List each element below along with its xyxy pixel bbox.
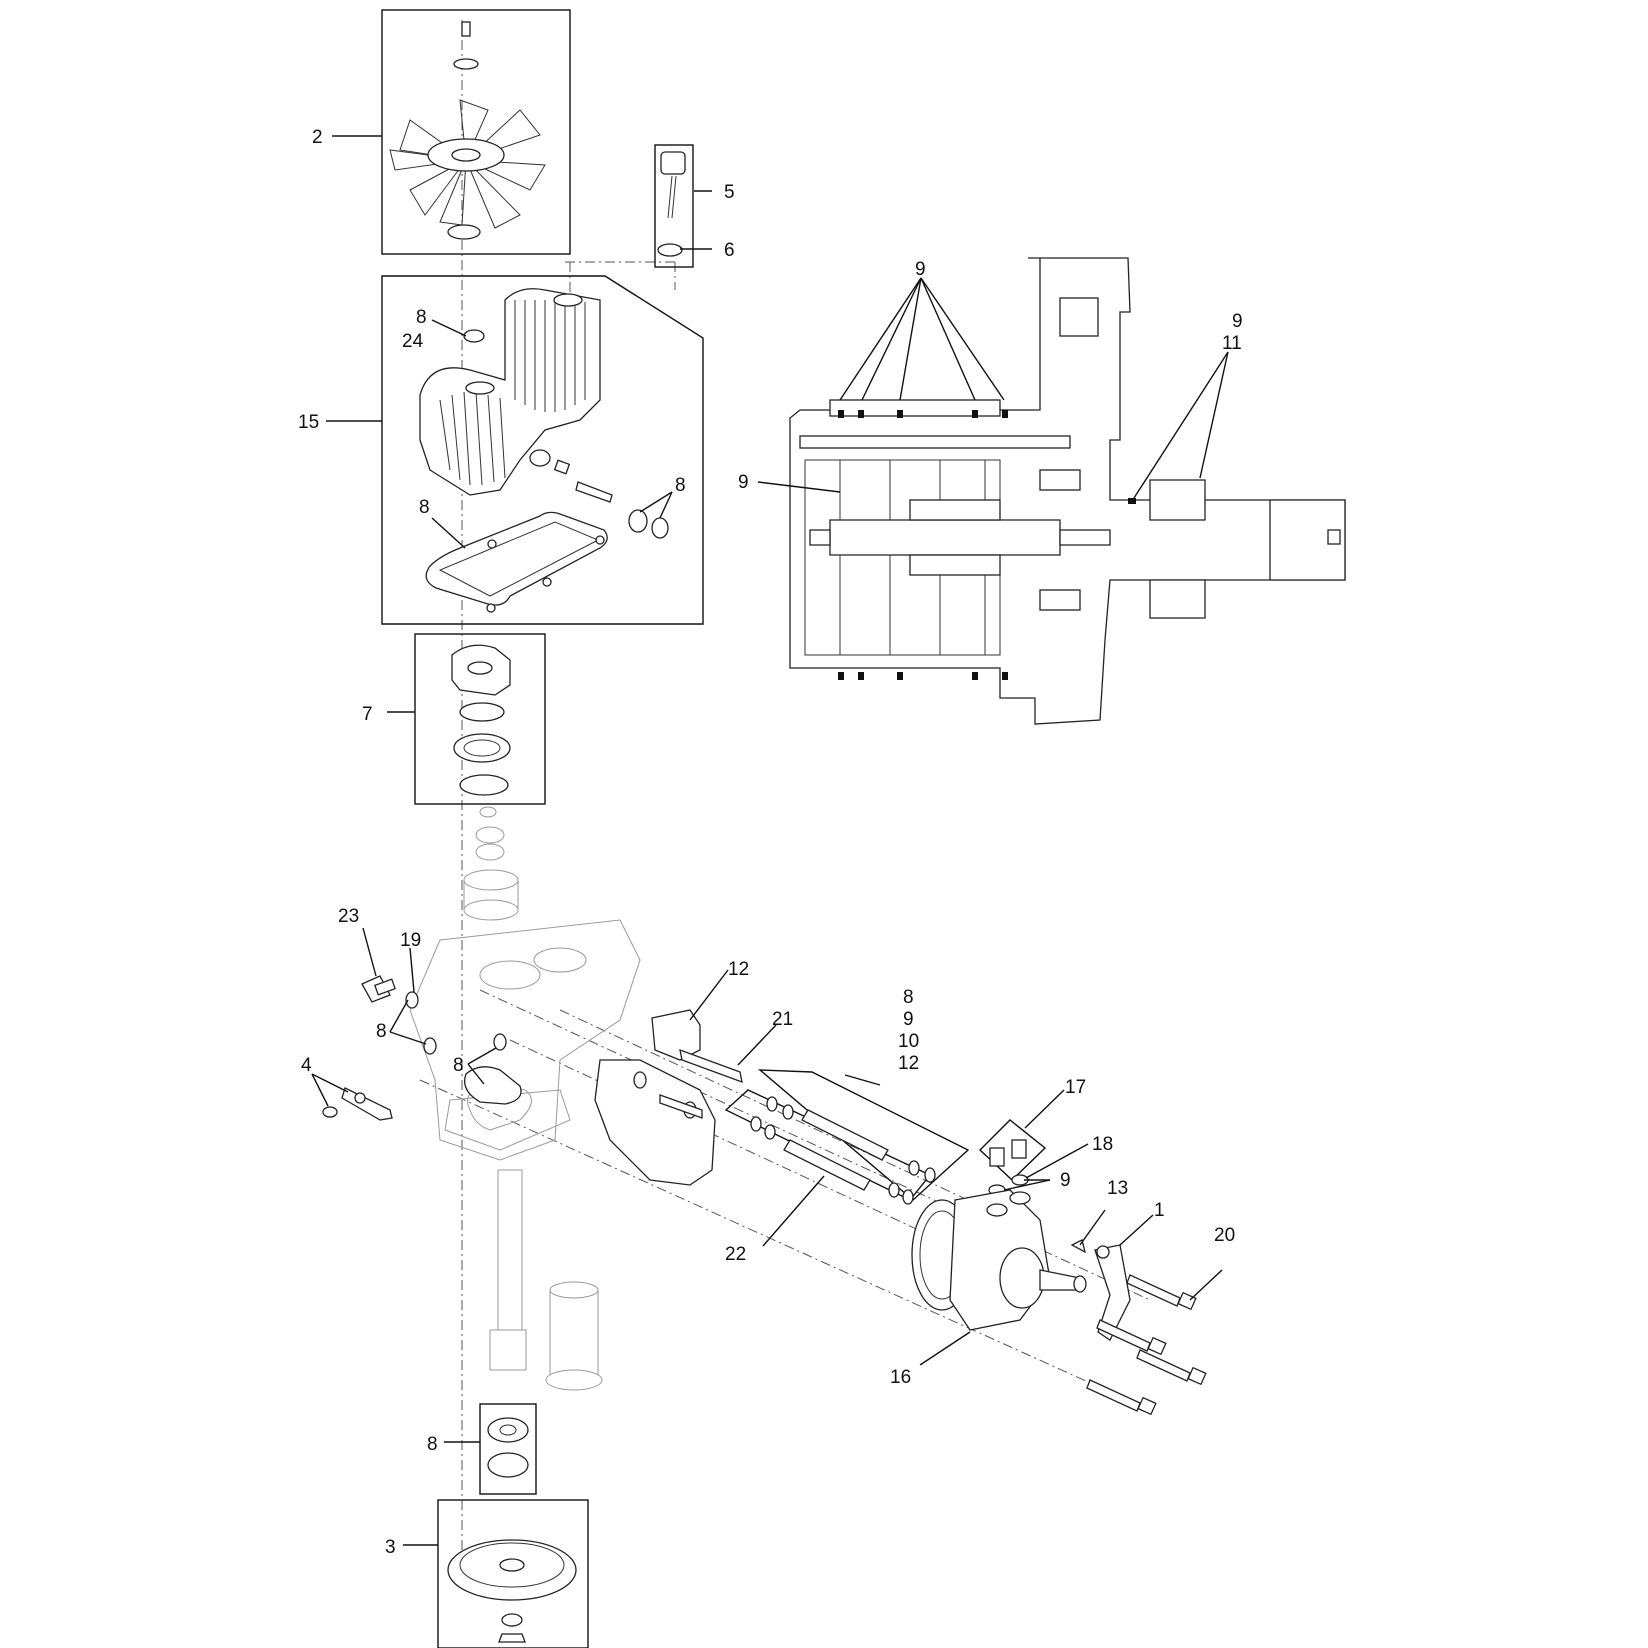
cross-section-view	[789, 257, 1346, 725]
callout-21: 21	[772, 1009, 793, 1030]
bearing-assembly	[414, 633, 546, 805]
housing-cover-assembly	[381, 275, 704, 625]
callout-8: 8	[376, 1021, 387, 1042]
callout-4: 4	[301, 1055, 312, 1076]
fan-callout-box	[381, 9, 571, 255]
leader-lines	[311, 135, 1229, 1546]
callout-9: 9	[1060, 1170, 1071, 1191]
callout-12: 12	[728, 959, 749, 980]
callout-9: 9	[915, 259, 926, 280]
seal-kit-pins	[724, 1069, 970, 1205]
callout-9: 9	[738, 472, 749, 493]
callout-18: 18	[1092, 1134, 1113, 1155]
plug-and-lever-parts	[322, 975, 522, 1121]
callout-3: 3	[385, 1537, 396, 1558]
callout-15: 15	[298, 412, 319, 433]
callout-9: 9	[1232, 311, 1243, 332]
dipstick-assembly	[654, 144, 694, 268]
callout-7: 7	[362, 704, 373, 725]
callout-17: 17	[1065, 1077, 1086, 1098]
callout-16: 16	[890, 1367, 911, 1388]
callout-8: 8	[416, 307, 427, 328]
center-section-motor	[911, 1189, 1207, 1416]
callout-8: 8	[903, 987, 914, 1008]
callout-11: 11	[1222, 333, 1242, 354]
pulley-assembly	[437, 1499, 589, 1648]
callout-22: 22	[725, 1244, 746, 1265]
callout-24: 24	[402, 331, 424, 352]
callout-13: 13	[1107, 1178, 1128, 1199]
callout-6: 6	[724, 240, 735, 261]
callout-23: 23	[338, 906, 359, 927]
callout-5: 5	[724, 182, 735, 203]
callout-20: 20	[1214, 1225, 1235, 1246]
callout-1: 1	[1154, 1200, 1165, 1221]
callout-12: 12	[898, 1053, 919, 1074]
callout-8: 8	[453, 1055, 464, 1076]
callout-8: 8	[675, 475, 686, 496]
callout-numbers: 2 5 6 8 24 15 8 8 7 9 9 11 9 23 19 8 4 8…	[298, 127, 1243, 1558]
lower-bearing-kit	[479, 1403, 537, 1495]
callout-8: 8	[427, 1434, 438, 1455]
callout-8: 8	[419, 497, 430, 518]
center-lines	[419, 20, 1151, 1560]
callout-2: 2	[312, 127, 323, 148]
fan-assembly	[381, 9, 571, 255]
callout-9: 9	[903, 1009, 914, 1030]
center-housing-ghosted	[409, 806, 641, 1391]
valve-cap-kit	[978, 1119, 1047, 1196]
mounting-brackets	[594, 1009, 743, 1186]
callout-19: 19	[400, 930, 421, 951]
callout-10: 10	[898, 1031, 919, 1052]
